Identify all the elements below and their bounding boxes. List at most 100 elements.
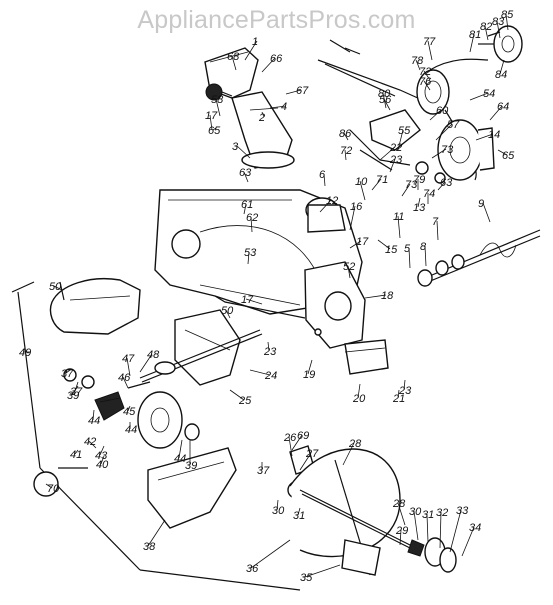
part-callout: 17 bbox=[241, 294, 254, 306]
leader-line bbox=[496, 20, 501, 39]
leader-line bbox=[399, 529, 402, 546]
part-callout: 48 bbox=[147, 349, 160, 361]
part-callout: 62 bbox=[246, 212, 258, 224]
leader-line bbox=[261, 111, 265, 118]
leader-line bbox=[431, 148, 447, 159]
hub-assembly bbox=[63, 368, 200, 449]
part-callout: 79 bbox=[413, 174, 425, 186]
part-callout: 7 bbox=[432, 216, 439, 228]
part-callout: 17 bbox=[205, 110, 218, 122]
leader-line bbox=[269, 105, 287, 109]
part-callout: 37 bbox=[257, 465, 270, 477]
part-callout: 23 bbox=[389, 154, 403, 166]
part-callout: 77 bbox=[423, 36, 436, 48]
part-callout: 55 bbox=[398, 125, 411, 137]
leader-line bbox=[484, 25, 489, 41]
leader-line bbox=[364, 294, 387, 299]
part-callout: 44 bbox=[174, 453, 186, 465]
leader-line bbox=[461, 526, 475, 557]
part-callout: 33 bbox=[456, 505, 469, 517]
part-callout: 66 bbox=[270, 53, 283, 65]
part-callout: 24 bbox=[264, 370, 277, 382]
part-callout: 84 bbox=[495, 69, 507, 81]
leader-line bbox=[435, 123, 453, 141]
part-callout: 38 bbox=[143, 541, 156, 553]
part-callout: 82 bbox=[480, 21, 492, 33]
part-callout: 23 bbox=[398, 385, 412, 397]
leader-line bbox=[377, 239, 391, 250]
leader-line bbox=[127, 405, 131, 412]
auger-impeller bbox=[139, 309, 263, 386]
leader-line bbox=[403, 379, 406, 391]
part-callout: 2 bbox=[258, 112, 265, 124]
leader-line bbox=[423, 80, 431, 91]
leader-line bbox=[267, 341, 270, 352]
part-callout: 31 bbox=[293, 510, 305, 522]
part-callout: 43 bbox=[95, 450, 108, 462]
leader-line bbox=[436, 220, 439, 241]
leader-line bbox=[319, 199, 332, 213]
part-callout: 81 bbox=[469, 29, 481, 41]
leader-line bbox=[379, 146, 396, 161]
part-callout: 58 bbox=[211, 94, 224, 106]
part-callout: 60 bbox=[436, 105, 449, 117]
part-callout: 18 bbox=[381, 290, 394, 302]
part-callout: 32 bbox=[436, 507, 448, 519]
part-callout: 61 bbox=[241, 199, 253, 211]
part-callout: 63 bbox=[440, 177, 453, 189]
part-callout: 76 bbox=[419, 76, 432, 88]
leader-line bbox=[250, 216, 253, 233]
leader-line bbox=[71, 385, 79, 396]
leader-line bbox=[245, 298, 263, 305]
part-callout: 53 bbox=[244, 247, 257, 259]
pulley-assembly bbox=[416, 25, 523, 181]
part-callout: 26 bbox=[283, 432, 297, 444]
leader-line bbox=[505, 13, 509, 31]
part-callout: 36 bbox=[246, 563, 259, 575]
leader-line bbox=[397, 215, 401, 239]
leader-line bbox=[397, 502, 406, 526]
part-callout: 5 bbox=[404, 243, 411, 255]
leader-line bbox=[212, 127, 217, 131]
bracket bbox=[344, 339, 389, 375]
part-callout: 1 bbox=[252, 36, 258, 48]
part-callout: 31 bbox=[422, 509, 434, 521]
leader-line bbox=[427, 40, 433, 61]
frame-outline bbox=[11, 281, 301, 591]
leader-line bbox=[276, 499, 279, 511]
part-callout: 4 bbox=[281, 101, 287, 113]
leader-line bbox=[357, 383, 361, 399]
part-callout: 17 bbox=[356, 236, 369, 248]
part-callout: 29 bbox=[395, 525, 408, 537]
leader-line bbox=[92, 409, 95, 421]
leader-line bbox=[126, 357, 131, 377]
part-callout: 41 bbox=[70, 449, 82, 461]
part-callout: 27 bbox=[305, 448, 319, 460]
part-callout: 78 bbox=[411, 55, 424, 67]
part-callout: 37 bbox=[70, 386, 83, 398]
part-callout: 56 bbox=[379, 94, 392, 106]
leader-line bbox=[249, 369, 271, 376]
leader-line bbox=[304, 564, 341, 578]
part-callout: 85 bbox=[501, 9, 514, 21]
leader-line bbox=[359, 180, 366, 201]
leader-line bbox=[343, 132, 349, 141]
part-callout: 45 bbox=[123, 406, 136, 418]
leader-line bbox=[285, 89, 302, 95]
part-callout: 49 bbox=[19, 347, 31, 359]
part-callout: 25 bbox=[238, 395, 252, 407]
part-callout: 86 bbox=[339, 128, 352, 140]
leader-line bbox=[489, 105, 503, 121]
leader-line bbox=[347, 265, 351, 279]
part-callout: 74 bbox=[423, 188, 435, 200]
leader-line bbox=[469, 33, 475, 53]
leader-line bbox=[437, 181, 446, 191]
leader-line bbox=[231, 55, 237, 71]
discharge-chute bbox=[204, 47, 295, 169]
belt-cover bbox=[49, 278, 141, 335]
part-callout: 57 bbox=[447, 119, 460, 131]
part-callout: 35 bbox=[300, 572, 313, 584]
watermark: AppliancePartsPros.com bbox=[137, 6, 416, 34]
